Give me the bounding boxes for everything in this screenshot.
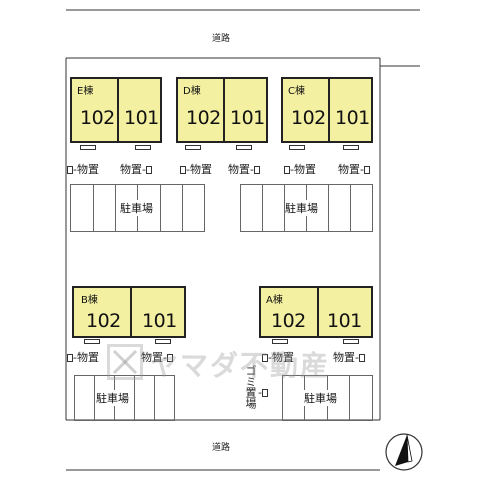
storage-box-icon (358, 354, 365, 362)
storage-d-102: -物置 (180, 161, 212, 177)
entrance-step (343, 145, 359, 150)
entrance-step (135, 145, 151, 150)
storage-a-101: 物置- (333, 349, 365, 365)
storage-box-icon (262, 354, 268, 362)
storage-d-101: 物置- (228, 161, 260, 177)
storage-a-102: -物置 (262, 349, 294, 365)
parking-lot-right: 駐車場 (240, 184, 373, 232)
storage-e-102: -物置 (67, 161, 99, 177)
road-label-bottom: 道路 (212, 443, 231, 453)
building-c-name: C棟 (288, 86, 305, 97)
parking-label: 駐車場 (96, 390, 129, 406)
north-arrow-icon (385, 433, 423, 471)
entrance-step (236, 145, 252, 150)
parking-lot-bottom-right: 駐車場 (282, 375, 373, 421)
building-d-name: D棟 (183, 86, 201, 97)
storage-box-icon (363, 166, 370, 174)
building-a-name: A棟 (266, 295, 283, 306)
building-d: D棟 102 101 (176, 77, 268, 143)
entrance-step (80, 145, 96, 150)
unit-c-101: 101 (335, 107, 370, 129)
building-e-name: E棟 (77, 86, 94, 97)
unit-a-101: 101 (327, 310, 362, 332)
unit-a-102: 102 (271, 310, 306, 332)
parking-label: 駐車場 (304, 390, 337, 406)
entrance-step (155, 339, 171, 344)
road-label-top: 道路 (212, 34, 231, 44)
garbage-box-icon (261, 389, 268, 397)
entrance-step (289, 145, 305, 150)
garbage-station-marker: - (258, 386, 268, 399)
storage-box-icon (284, 166, 290, 174)
storage-b-102: -物置 (67, 349, 99, 365)
storage-box-icon (67, 354, 73, 362)
storage-e-101: 物置- (120, 161, 152, 177)
storage-box-icon (180, 166, 186, 174)
unit-b-101: 101 (142, 310, 177, 332)
logo-icon (107, 344, 143, 380)
building-c: C棟 102 101 (281, 77, 373, 143)
entrance-step (84, 339, 100, 344)
parking-label: 駐車場 (120, 200, 153, 216)
storage-box-icon (253, 166, 260, 174)
parking-label: 駐車場 (285, 200, 318, 216)
parking-lot-left: 駐車場 (70, 184, 205, 232)
building-b: B棟 102 101 (72, 286, 186, 338)
watermark-text: ヤマダ不動産 (150, 349, 331, 382)
building-e: E棟 102 101 (70, 77, 162, 143)
storage-box-icon (145, 166, 152, 174)
building-b-name: B棟 (81, 295, 98, 306)
entrance-step (272, 339, 288, 344)
storage-box-icon (67, 166, 73, 174)
entrance-step (343, 339, 359, 344)
parking-lot-bottom-left: 駐車場 (74, 375, 175, 421)
storage-c-101: 物置- (338, 161, 370, 177)
storage-b-101: 物置- (141, 349, 173, 365)
unit-d-102: 102 (186, 107, 221, 129)
building-a: A棟 102 101 (259, 286, 373, 338)
unit-b-102: 102 (86, 310, 121, 332)
storage-box-icon (166, 354, 173, 362)
unit-e-102: 102 (80, 107, 115, 129)
unit-c-102: 102 (291, 107, 326, 129)
storage-c-102: -物置 (284, 161, 316, 177)
unit-d-101: 101 (230, 107, 265, 129)
garbage-station-label: ゴミ置場 (244, 365, 257, 409)
unit-e-101: 101 (124, 107, 159, 129)
entrance-step (185, 145, 201, 150)
